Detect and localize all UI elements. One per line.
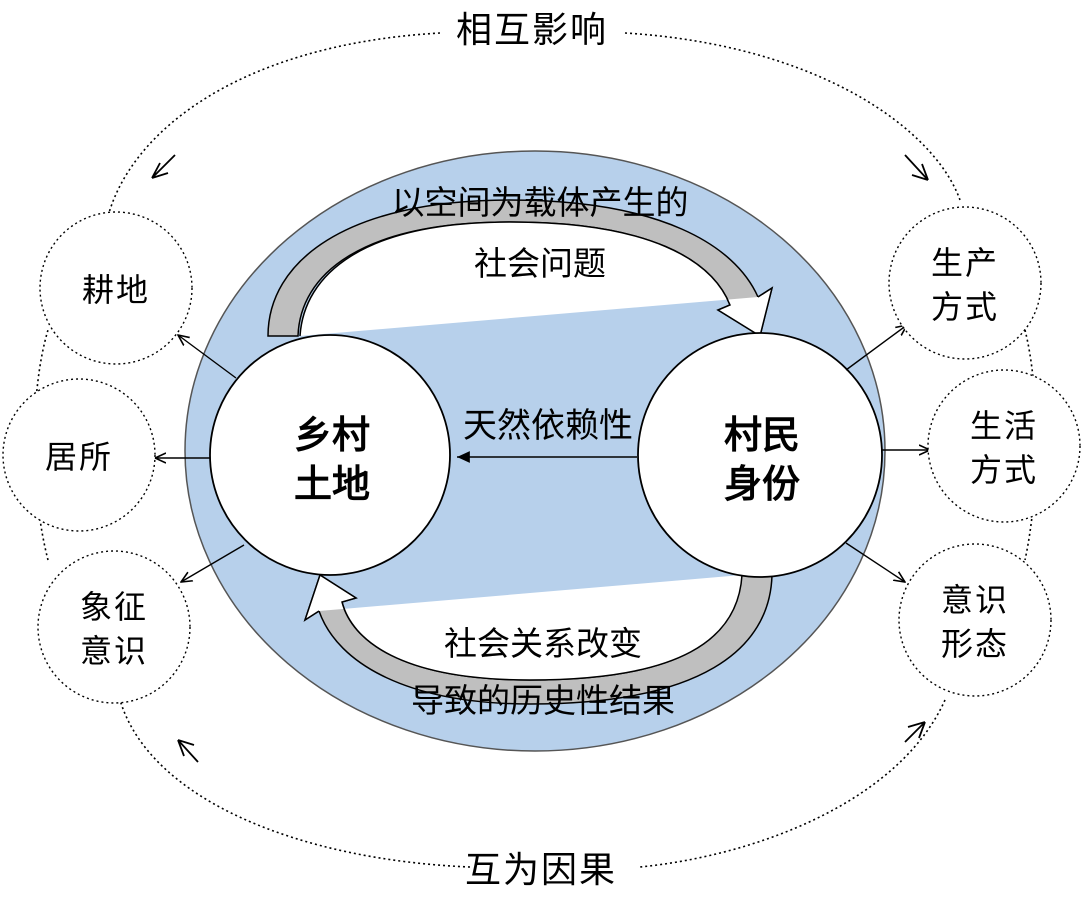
- left-node-symbol-line1: 象征: [80, 588, 148, 626]
- connector-villager-ideology: [845, 542, 905, 582]
- right-node-ideology-line1: 意识: [941, 581, 1009, 619]
- right-node-lifestyle-line2: 方式: [970, 451, 1038, 489]
- left-node-symbol-line2: 意识: [80, 632, 148, 670]
- outer-arrow-bottom-left: [177, 739, 199, 763]
- land-node-line1: 乡村: [294, 413, 370, 457]
- left-node-farmland: 耕地: [39, 211, 193, 365]
- connector-land-symbol: [181, 544, 245, 582]
- inner-label-bottom-line1: 社会关系改变: [444, 624, 642, 663]
- left-node-farmland-line1: 耕地: [82, 271, 150, 309]
- right-node-production-line2: 方式: [931, 288, 999, 326]
- right-node-lifestyle-line1: 生活: [970, 407, 1038, 445]
- right-node-production-line1: 生产: [931, 244, 999, 282]
- right-node-production: 生产 方式: [888, 206, 1042, 360]
- inner-label-top-line1: 以空间为载体产生的: [392, 183, 689, 222]
- curved-arrow-bottom-face: [303, 573, 743, 681]
- curved-arrow-top-face: [299, 221, 774, 338]
- outer-arrow-top-right: [904, 154, 929, 181]
- outer-arrow-bottom-right: [904, 721, 926, 743]
- outer-label-bottom: 互为因果: [465, 850, 617, 891]
- outer-label-top: 相互影响: [456, 10, 608, 51]
- inner-label-top-line2: 社会问题: [474, 244, 606, 283]
- right-node-lifestyle: 生活 方式: [927, 369, 1081, 523]
- connector-land-farmland: [178, 335, 237, 379]
- outer-arrow-top-left: [151, 154, 176, 179]
- villager-node: [637, 332, 883, 578]
- land-node: [209, 334, 451, 576]
- right-node-ideology-line2: 形态: [941, 625, 1009, 663]
- left-node-dwelling: 居所: [2, 378, 156, 532]
- land-node-line2: 土地: [294, 462, 370, 506]
- villager-node-line1: 村民: [724, 413, 800, 457]
- connector-villager-production: [845, 325, 907, 371]
- left-node-symbol: 象征 意识: [37, 550, 191, 704]
- inner-label-middle: 天然依赖性: [463, 406, 633, 446]
- left-node-dwelling-line1: 居所: [45, 438, 113, 476]
- right-node-ideology: 意识 形态: [898, 543, 1052, 697]
- inner-label-bottom-line2: 导致的历史性结果: [411, 681, 675, 720]
- villager-node-line2: 身份: [724, 462, 800, 506]
- outer-dotted-loop: [33, 32, 1038, 868]
